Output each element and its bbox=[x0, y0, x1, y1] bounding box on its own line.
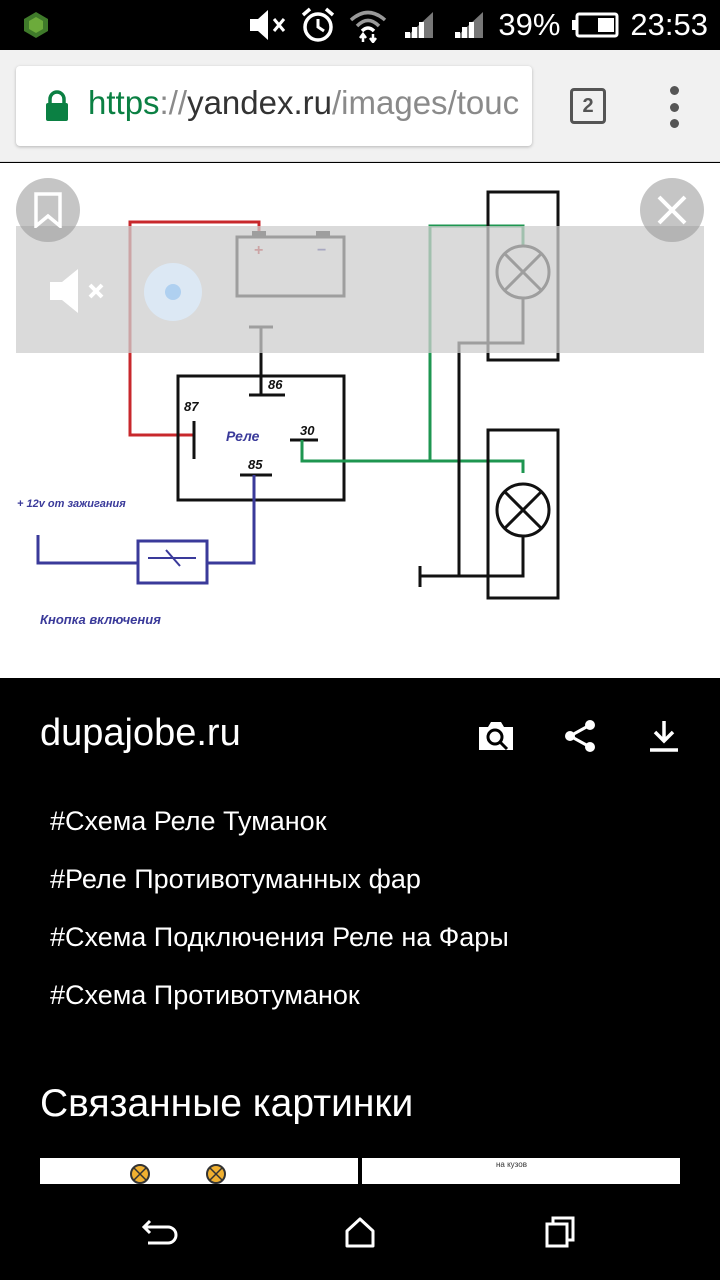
related-image-thumbnail[interactable]: на кузов bbox=[362, 1158, 680, 1184]
label-30: 30 bbox=[300, 423, 315, 438]
image-info-panel: dupajobe.ru #Схема Реле Туманок #Реле Пр… bbox=[0, 678, 720, 1184]
url-scheme: https bbox=[88, 84, 160, 121]
app-icon bbox=[24, 12, 48, 38]
back-button[interactable] bbox=[138, 1212, 182, 1252]
blue-wire-left bbox=[36, 535, 138, 565]
lock-icon bbox=[46, 90, 68, 121]
related-image-thumbnail[interactable] bbox=[40, 1158, 358, 1184]
video-controls-overlay bbox=[16, 226, 704, 353]
bookmark-button[interactable] bbox=[16, 178, 80, 242]
home-button[interactable] bbox=[338, 1212, 382, 1252]
share-button[interactable] bbox=[558, 714, 602, 758]
tag-link[interactable]: #Схема Противотуманок bbox=[50, 980, 360, 1010]
system-navigation-bar bbox=[0, 1184, 720, 1280]
status-bar: 39% 23:53 bbox=[0, 0, 720, 50]
recents-icon bbox=[545, 1216, 575, 1248]
thumbnail-lamps bbox=[130, 1164, 226, 1184]
bookmark-icon bbox=[34, 192, 62, 228]
label-86: 86 bbox=[268, 377, 283, 392]
lamp-housing-lower bbox=[486, 428, 560, 600]
clock: 23:53 bbox=[630, 7, 708, 42]
back-icon bbox=[141, 1219, 178, 1245]
url-separator: :// bbox=[159, 84, 188, 121]
image-viewer[interactable]: + − 86 87 Реле 30 85 + 12v от зажигания … bbox=[0, 163, 720, 678]
url-host: yandex.ru bbox=[187, 84, 332, 121]
recents-button[interactable] bbox=[538, 1212, 582, 1252]
menu-dot-icon bbox=[669, 119, 679, 128]
url-text[interactable]: https://yandex.ru/images/touc bbox=[88, 84, 528, 122]
tag-link[interactable]: #Схема Реле Туманок bbox=[50, 806, 327, 836]
menu-dot-icon bbox=[669, 86, 679, 95]
close-button[interactable] bbox=[640, 178, 704, 242]
relay-label: Реле bbox=[226, 428, 260, 444]
thumbnail-caption: на кузов bbox=[496, 1160, 527, 1169]
playback-indicator[interactable] bbox=[144, 263, 202, 321]
home-icon bbox=[345, 1217, 375, 1248]
mute-icon bbox=[248, 5, 288, 45]
close-icon bbox=[657, 195, 687, 225]
download-icon bbox=[650, 721, 678, 752]
wifi-icon bbox=[348, 5, 388, 45]
download-button[interactable] bbox=[642, 714, 686, 758]
signal-icon bbox=[398, 5, 438, 45]
tag-link[interactable]: #Реле Противотуманных фар bbox=[50, 864, 421, 894]
battery-percent: 39% bbox=[498, 7, 561, 42]
switch-lever bbox=[165, 549, 181, 567]
overflow-menu-button[interactable] bbox=[660, 86, 688, 128]
camera-search-icon bbox=[479, 722, 513, 751]
source-domain-link[interactable]: dupajobe.ru bbox=[40, 712, 241, 754]
label-87: 87 bbox=[184, 399, 199, 414]
alarm-icon bbox=[298, 5, 338, 45]
url-path: /images/touc bbox=[332, 84, 520, 121]
search-by-image-button[interactable] bbox=[474, 714, 518, 758]
ignition-label: + 12v от зажигания bbox=[17, 498, 126, 510]
share-icon bbox=[565, 720, 595, 752]
green-wire bbox=[300, 440, 525, 473]
ground-wire-lower bbox=[420, 536, 525, 578]
tag-link[interactable]: #Схема Подключения Реле на Фары bbox=[50, 922, 509, 952]
blue-wire-right bbox=[207, 475, 256, 565]
red-wire bbox=[128, 220, 261, 437]
switch-box bbox=[136, 539, 209, 585]
label-85: 85 bbox=[248, 457, 263, 472]
browser-toolbar: https://yandex.ru/images/touc 2 bbox=[0, 50, 720, 162]
tab-switcher-button[interactable]: 2 bbox=[570, 88, 606, 124]
related-images-heading: Связанные картинки bbox=[40, 1082, 414, 1125]
url-bar[interactable]: https://yandex.ru/images/touc bbox=[16, 66, 532, 146]
button-label: Кнопка включения bbox=[40, 612, 161, 627]
volume-mute-icon[interactable] bbox=[44, 263, 114, 319]
menu-dot-icon bbox=[669, 102, 679, 112]
battery-icon bbox=[570, 5, 620, 45]
signal-icon-2 bbox=[448, 5, 488, 45]
